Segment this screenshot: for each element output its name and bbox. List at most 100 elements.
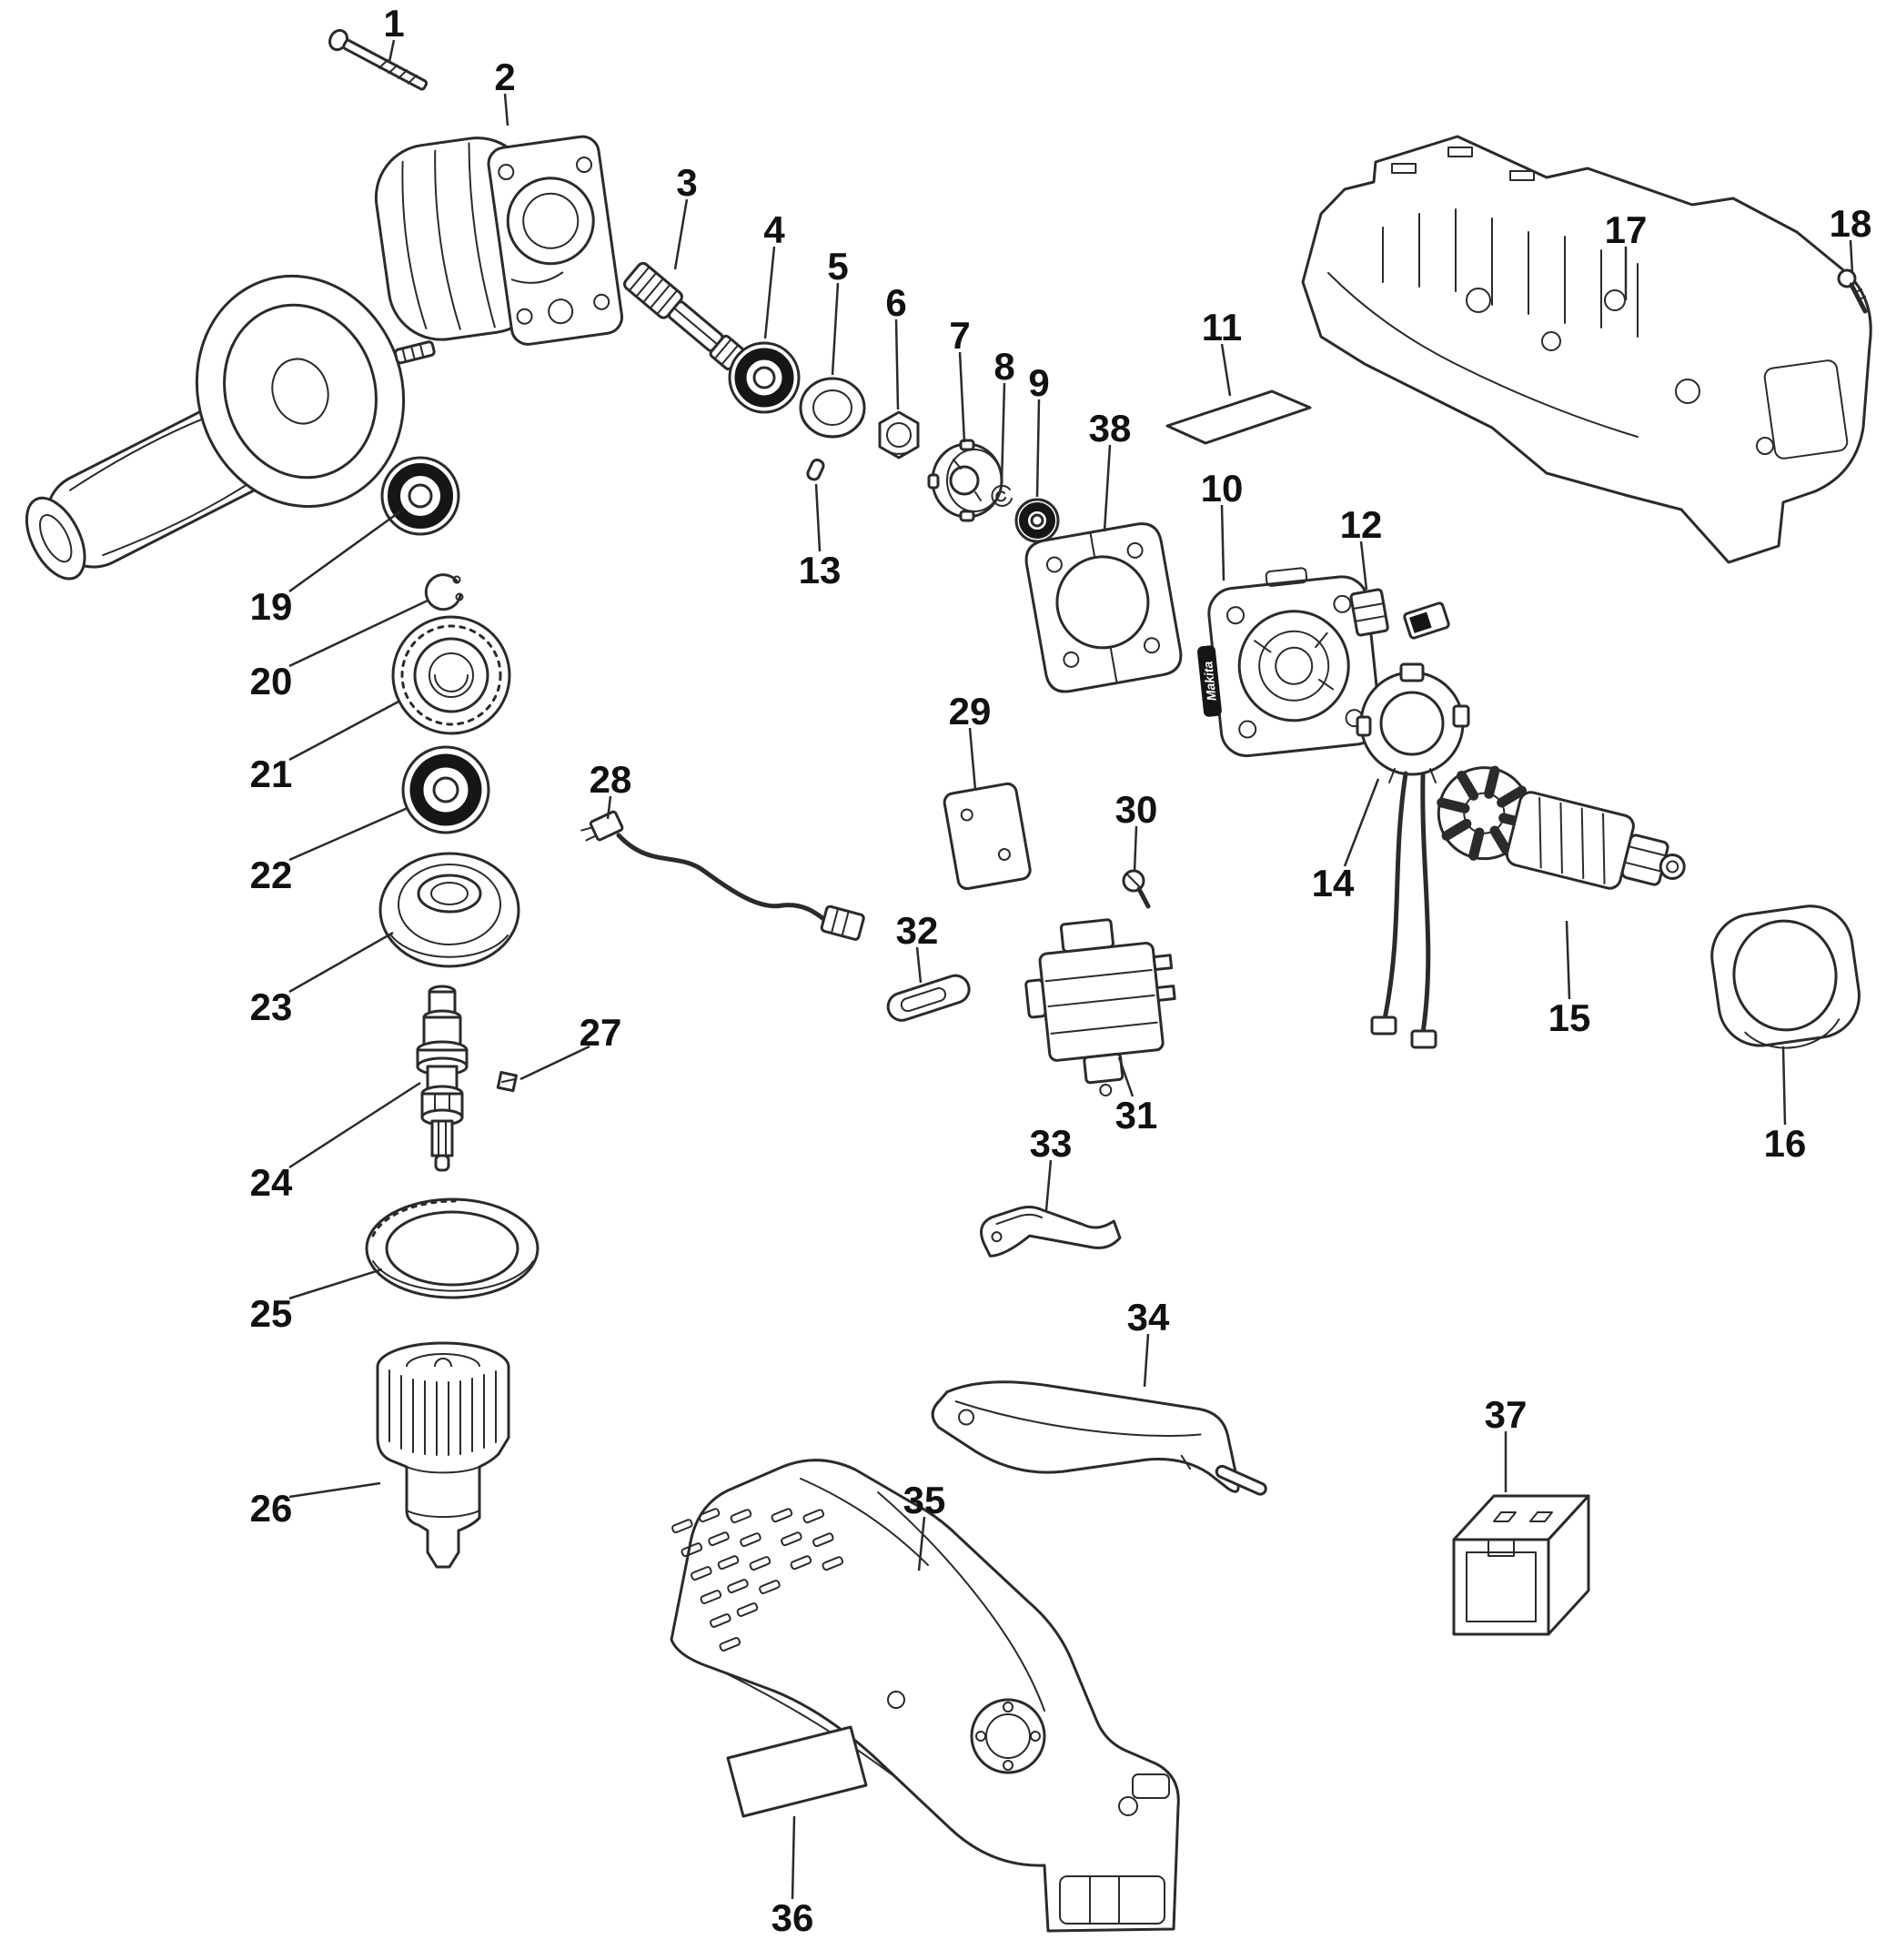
part-26-chuck — [376, 1341, 510, 1569]
part-5-collar — [799, 377, 866, 439]
leader-line-8 — [1000, 382, 1006, 484]
part-label-37: 37 — [1485, 1393, 1528, 1436]
part-label-19: 19 — [250, 585, 293, 628]
part-label-24: 24 — [250, 1161, 293, 1204]
part-label-13: 13 — [799, 549, 842, 591]
part-label-32: 32 — [896, 909, 939, 952]
part-label-15: 15 — [1548, 996, 1591, 1039]
part-24-spindle — [416, 985, 469, 1172]
leader-line-3 — [673, 198, 689, 270]
leader-line-12 — [1359, 541, 1368, 591]
leader-line-29 — [968, 727, 977, 791]
part-31-switch — [1024, 918, 1176, 1096]
part-8-c-ring — [991, 484, 1013, 507]
part-label-26: 26 — [250, 1487, 293, 1530]
part-37-terminal-block — [1452, 1494, 1590, 1636]
leader-line-10 — [1220, 504, 1225, 581]
part-label-16: 16 — [1764, 1122, 1807, 1165]
leader-line-2 — [503, 93, 509, 126]
leader-line-32 — [915, 946, 923, 984]
part-label-2: 2 — [494, 56, 515, 98]
part-label-17: 17 — [1605, 208, 1648, 251]
leader-line-5 — [831, 282, 840, 376]
part-label-11: 11 — [1202, 306, 1242, 349]
part-label-14: 14 — [1312, 862, 1355, 904]
part-28-lead-wire — [580, 810, 865, 941]
part-label-5: 5 — [827, 245, 848, 288]
part-29-plate — [943, 782, 1032, 891]
leader-line-24 — [288, 1081, 421, 1169]
part-33-lock-lever — [980, 1205, 1122, 1258]
part-25-retaining-ring — [365, 1197, 540, 1299]
part-label-1: 1 — [383, 2, 404, 45]
part-label-33: 33 — [1030, 1122, 1073, 1165]
part-2-gear-housing — [374, 135, 624, 346]
part-label-35: 35 — [903, 1479, 946, 1521]
part-13-pin — [806, 458, 825, 481]
leader-line-31 — [1117, 1056, 1135, 1097]
part-side-handle — [25, 274, 436, 581]
leader-line-27 — [519, 1045, 590, 1081]
part-label-21: 21 — [250, 753, 293, 795]
part-32-slide-button — [886, 974, 971, 1022]
part-label-23: 23 — [250, 985, 293, 1028]
part-11-label — [1165, 389, 1312, 445]
part-17-housing-half — [1301, 135, 1872, 564]
part-6-lock-nut — [878, 410, 920, 460]
part-label-10: 10 — [1201, 467, 1244, 510]
leader-line-34 — [1143, 1333, 1150, 1388]
part-label-20: 20 — [250, 660, 293, 702]
part-30-screw — [1122, 869, 1151, 909]
part-label-36: 36 — [772, 1896, 814, 1939]
part-label-31: 31 — [1115, 1094, 1158, 1137]
part-label-28: 28 — [590, 758, 632, 801]
makita-logo: Makita — [1200, 661, 1218, 702]
part-label-8: 8 — [993, 345, 1014, 388]
part-22-ball-bearing — [401, 745, 490, 834]
leader-line-23 — [288, 931, 394, 994]
part-label-27: 27 — [580, 1011, 622, 1054]
part-36-label — [726, 1725, 868, 1818]
part-14-brush-holder — [1356, 662, 1470, 1049]
part-label-7: 7 — [949, 314, 970, 357]
part-19-ball-bearing — [380, 456, 460, 536]
leader-line-26 — [288, 1481, 381, 1499]
leader-line-30 — [1133, 825, 1138, 873]
part-27-key — [496, 1071, 518, 1093]
part-23-rubber-boot — [378, 852, 520, 968]
part-35-motor-housing — [670, 1459, 1180, 1933]
part-label-22: 22 — [250, 854, 293, 896]
part-label-29: 29 — [949, 690, 992, 732]
leader-line-33 — [1044, 1159, 1053, 1211]
leader-line-36 — [791, 1815, 796, 1900]
leader-line-15 — [1565, 920, 1571, 1000]
leader-line-35 — [917, 1516, 926, 1571]
part-34-trigger-piece — [931, 1380, 1267, 1496]
part-label-30: 30 — [1115, 788, 1158, 831]
leader-line-16 — [1781, 1046, 1787, 1126]
leader-line-11 — [1220, 343, 1232, 397]
part-20-snap-ring — [424, 573, 464, 611]
part-10-bearing-box: Makita — [1197, 567, 1382, 758]
leader-line-9 — [1035, 399, 1041, 498]
leader-line-25 — [288, 1268, 383, 1300]
leader-line-7 — [958, 351, 966, 443]
leader-line-13 — [814, 483, 822, 552]
part-9-bearing — [1014, 498, 1060, 543]
part-label-4: 4 — [763, 208, 785, 251]
part-label-6: 6 — [885, 281, 906, 324]
part-1-screw — [328, 28, 429, 91]
part-15-armature — [1437, 765, 1686, 890]
part-label-25: 25 — [250, 1292, 293, 1335]
part-21-gear-washer — [391, 615, 511, 735]
leader-line-20 — [288, 599, 429, 668]
leader-line-1 — [388, 39, 396, 63]
part-label-38: 38 — [1089, 407, 1132, 450]
part-label-34: 34 — [1127, 1296, 1170, 1339]
leader-line-6 — [894, 318, 900, 410]
part-38-gasket — [1024, 522, 1183, 693]
part-16-sleeve-ring — [1710, 904, 1861, 1049]
part-4-ball-bearing — [728, 341, 801, 414]
